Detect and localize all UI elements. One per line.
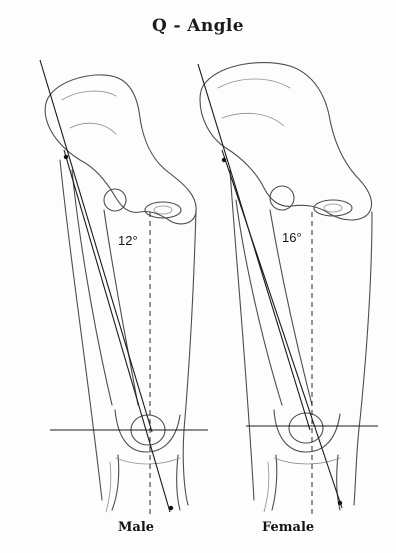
male-pelvis-detail [62,91,116,134]
female-asis-line [222,150,342,508]
female-leg-figure [198,63,378,515]
male-leg-figure [40,60,208,515]
female-pelvis-detail [218,79,290,126]
male-tibia-medial-edge [177,455,180,510]
female-femoral-head [270,186,294,210]
female-fibula [264,462,269,512]
female-thigh-medial-outline [354,212,372,505]
male-femoral-head [104,189,126,211]
female-femur-lateral-edge [236,200,282,405]
female-tibial-tubercle-point [338,501,342,505]
male-fibula [106,462,111,512]
female-acetabulum [314,200,352,216]
male-asis-point [64,155,68,159]
male-tibial-tubercle-point [169,506,173,510]
female-tibia-lateral-edge [272,455,277,510]
diagram-title: Q - Angle [0,16,396,36]
male-tibia-lateral-edge [112,455,119,510]
female-knee-condyles [274,410,340,452]
female-caption: Female [262,520,314,535]
male-thigh-medial-outline [183,210,196,505]
female-tibial-plateau [274,458,340,464]
male-femur-lateral-edge [72,170,112,405]
female-angle-label: 16° [282,230,302,245]
male-angle-label: 12° [118,233,138,248]
male-tibial-plateau [116,458,180,464]
male-asis-line [64,150,170,512]
male-obturator [154,206,172,214]
female-obturator [324,204,342,212]
female-asis-point [222,158,226,162]
male-caption: Male [118,520,154,535]
female-thigh-lateral-outline [230,170,254,500]
